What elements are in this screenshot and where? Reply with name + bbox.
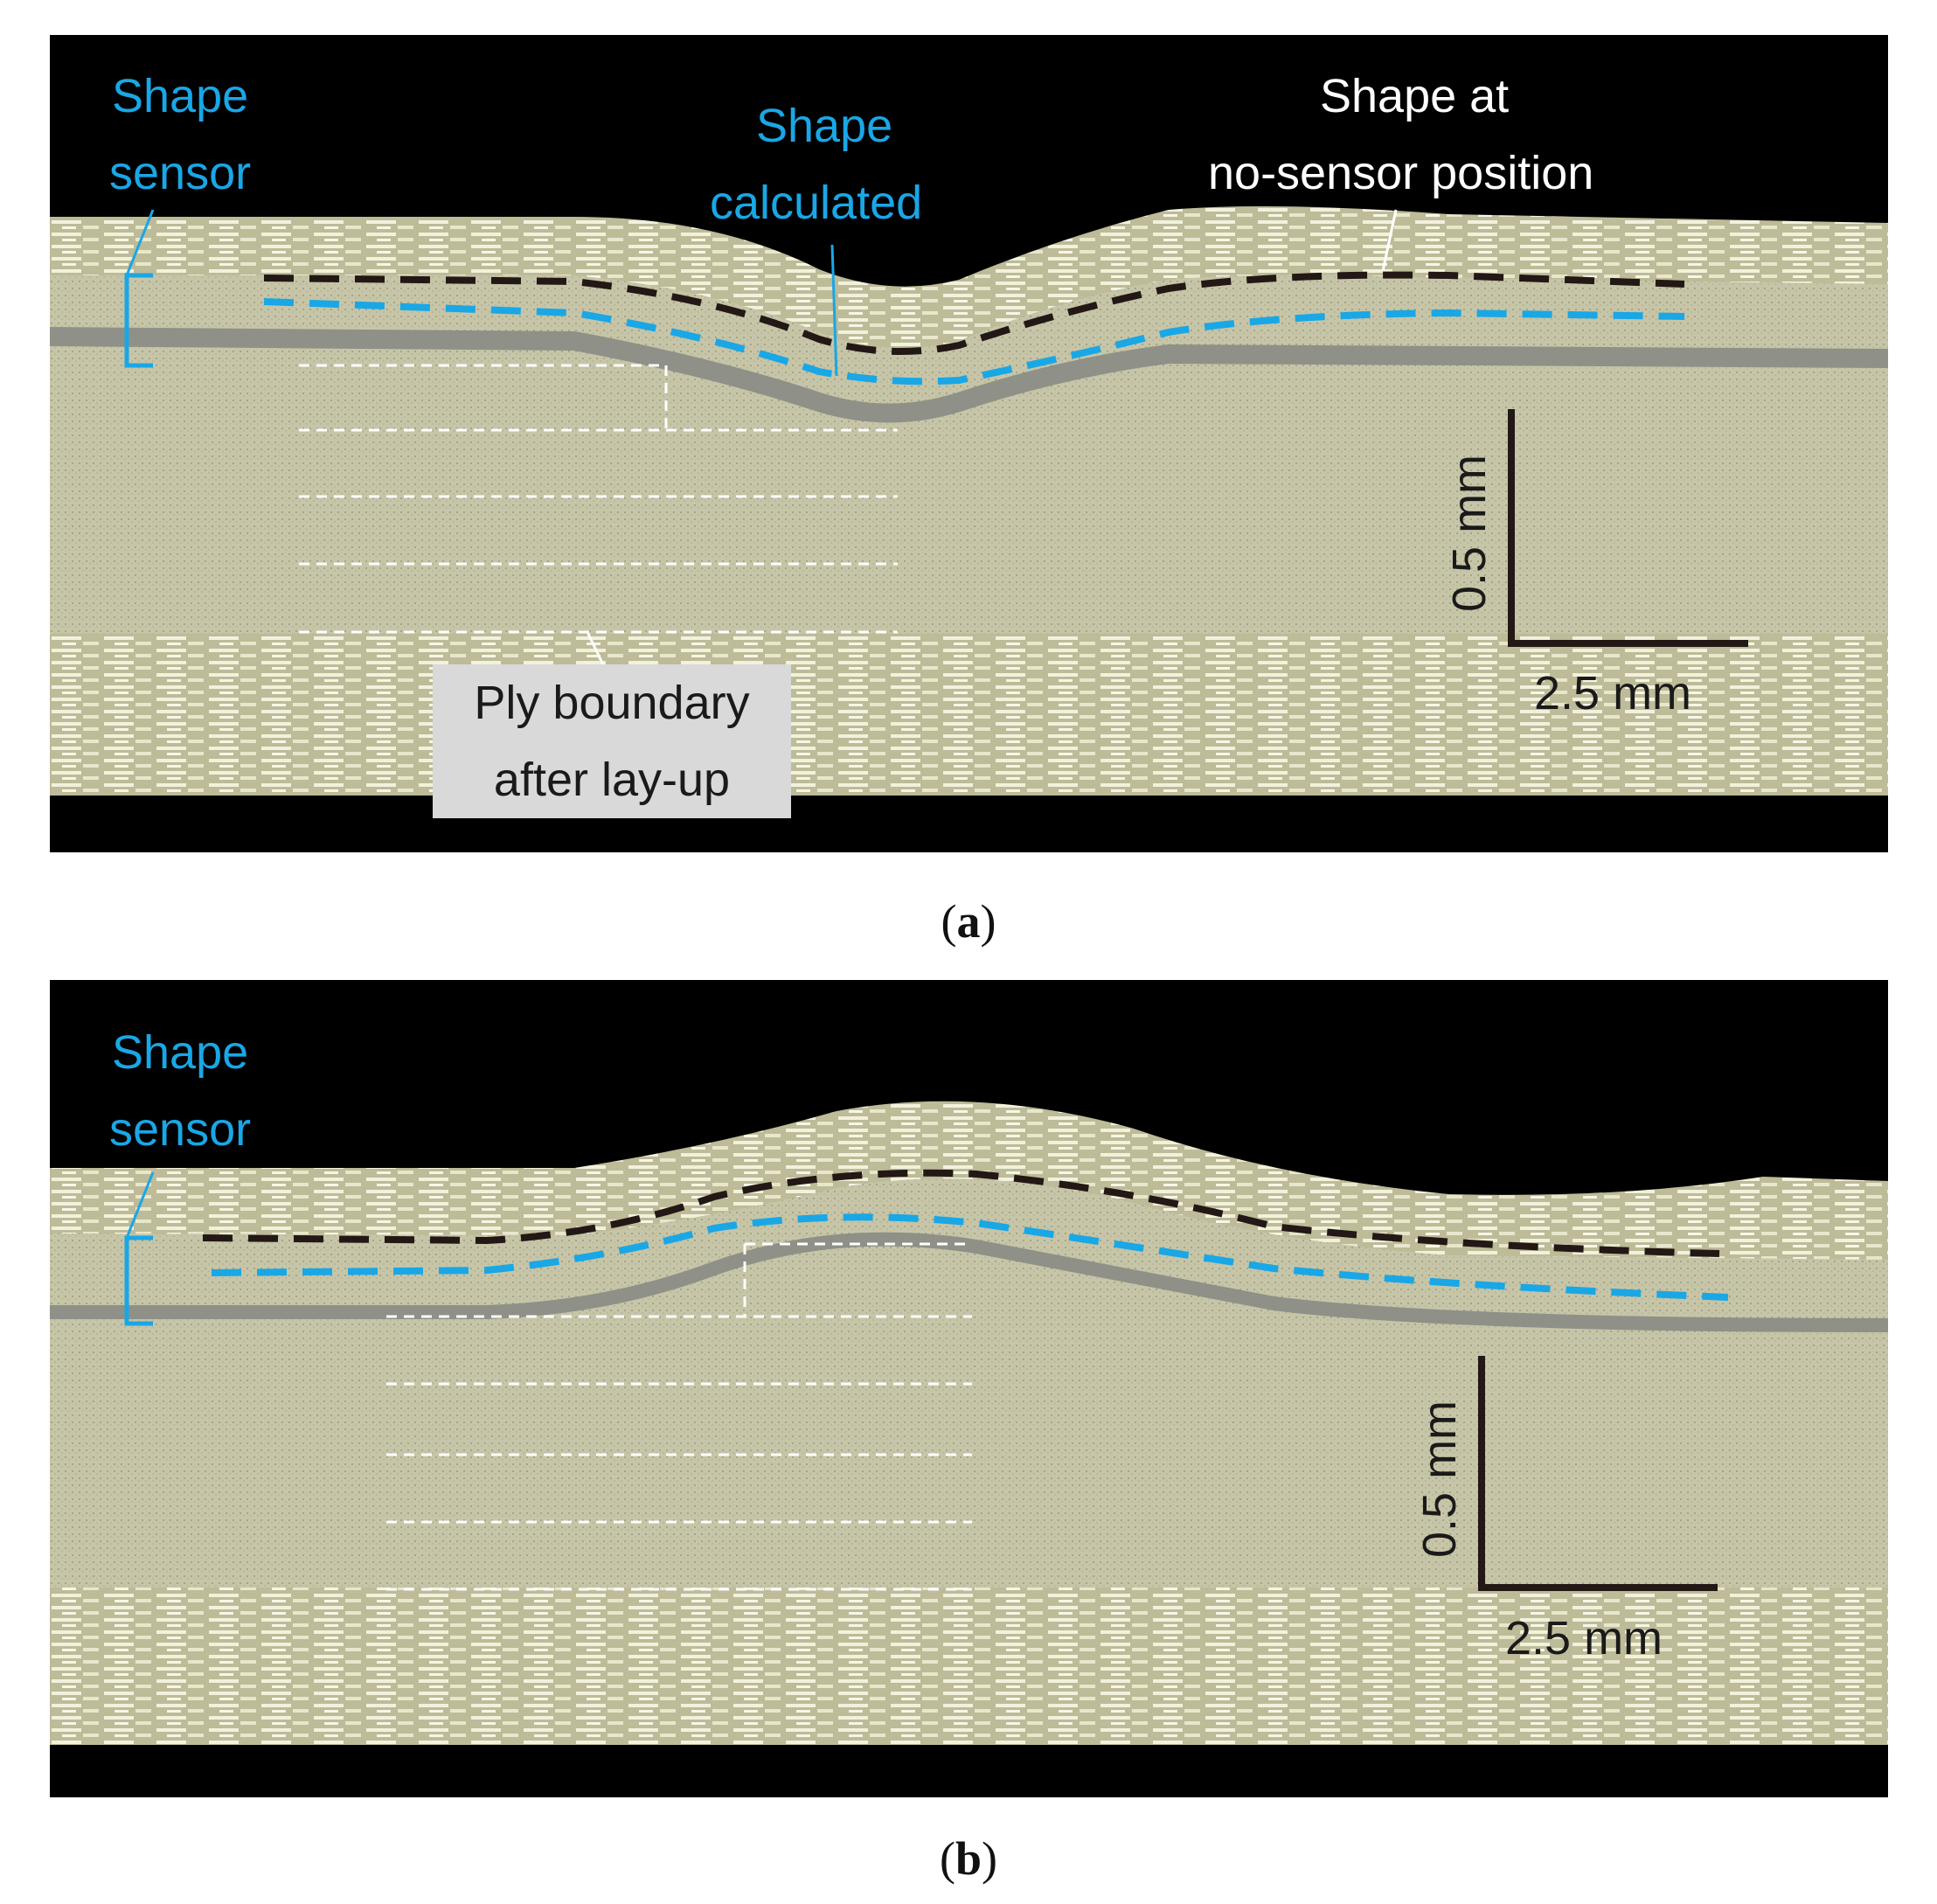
ply-boundary-line2: after lay-up [493, 754, 731, 806]
sensor-leader [125, 209, 155, 276]
scale-bar-b [1478, 1356, 1718, 1591]
micrograph-panel-a [50, 35, 1888, 852]
bottom-fiber-layer [50, 634, 1888, 796]
scale-vertical-a: 0.5 mm [1443, 454, 1496, 612]
no-sensor-shape-line [202, 1169, 1720, 1257]
ply-boundary-lines [299, 364, 898, 634]
micrograph-panel-b [50, 980, 1888, 1797]
laminate-cross-section-a [50, 206, 1888, 796]
ply-boundary-lines [386, 1242, 972, 1591]
shape-sensor-label-b2: sensor [109, 1103, 252, 1156]
no-sensor-label-1: Shape at [1320, 70, 1510, 122]
sensor-bracket [124, 1235, 153, 1326]
scale-vertical-b: 0.5 mm [1413, 1400, 1466, 1558]
no-sensor-leader [1381, 209, 1398, 272]
caption-a: (a) [941, 895, 996, 948]
ply-boundary-label: Ply boundary after lay-up [433, 664, 791, 818]
calculated-shape-line [211, 1213, 1729, 1301]
resin-interface [50, 327, 1888, 423]
shape-calculated-label-1: Shape [756, 100, 893, 152]
shape-sensor-label-b1: Shape [112, 1026, 249, 1079]
no-sensor-shape-line [263, 271, 1685, 356]
scale-horizontal-b: 2.5 mm [1505, 1612, 1663, 1664]
ply-boundary-line1: Ply boundary [474, 677, 750, 729]
caption-b: (b) [939, 1832, 997, 1885]
scale-bar-a [1508, 409, 1748, 647]
shape-sensor-label-a1: Shape [112, 70, 249, 122]
sensor-bracket [124, 273, 153, 368]
shape-sensor-label-a2: sensor [109, 147, 252, 199]
shape-calculated-label-2: calculated [710, 177, 923, 229]
scale-horizontal-a: 2.5 mm [1534, 667, 1692, 719]
calculated-leader [830, 244, 838, 377]
resin-interface [50, 1232, 1888, 1332]
laminate-cross-section-b [50, 1101, 1888, 1745]
no-sensor-label-2: no-sensor position [1208, 147, 1594, 199]
laminate-body [50, 1178, 1888, 1592]
bottom-fiber-layer [50, 1588, 1888, 1745]
calculated-shape-line [263, 298, 1685, 386]
sensor-leader [125, 1171, 155, 1239]
